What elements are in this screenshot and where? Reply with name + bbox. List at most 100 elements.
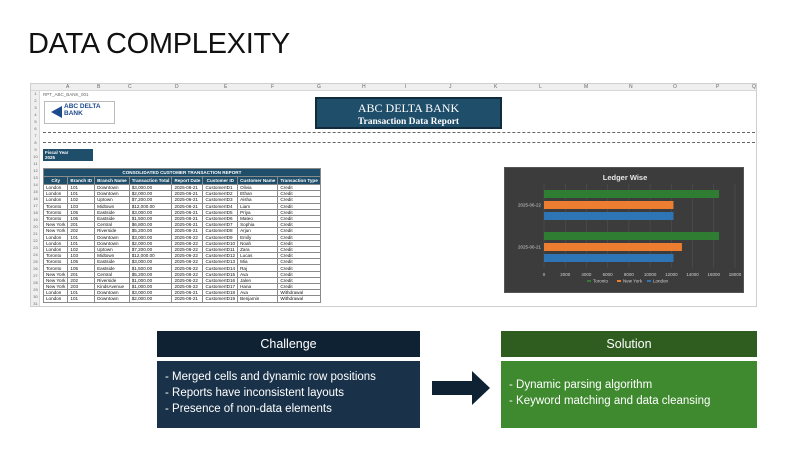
row-number: 19 xyxy=(33,217,38,222)
row-number: 2 xyxy=(34,98,37,103)
chart-bar xyxy=(544,201,674,209)
column-letter: Q xyxy=(752,84,756,90)
table-cell: CustomerID13 xyxy=(202,258,239,266)
table-cell: CustomerID10 xyxy=(202,239,239,247)
solution-title: Solution xyxy=(501,331,757,357)
transaction-table: CONSOLIDATED CUSTOMER TRANSACTION REPORT… xyxy=(42,168,321,303)
column-letter: C xyxy=(128,84,132,90)
column-letter: I xyxy=(405,84,407,90)
solution-item: - Keyword matching and data cleansing xyxy=(509,395,711,407)
bank-name: ABC DELTA BANK xyxy=(357,101,460,115)
x-tick-label: 4000 xyxy=(581,272,592,277)
column-letter: L xyxy=(539,84,542,90)
legend-label: New York xyxy=(623,279,643,284)
row-number: 24 xyxy=(33,252,38,257)
x-tick-label: 14000 xyxy=(686,272,699,277)
table-header-cell: Transaction Type xyxy=(277,176,321,185)
table-cell: CustomerID12 xyxy=(202,252,239,260)
table-cell: CustomerID8 xyxy=(202,227,239,235)
x-tick-label: 6000 xyxy=(603,272,614,277)
row-number: 21 xyxy=(33,231,38,236)
report-title-banner: ABC DELTA BANK Transaction Data Report xyxy=(315,97,502,129)
x-tick-label: 12000 xyxy=(665,272,678,277)
table-header-cell: Transaction Total xyxy=(128,176,173,185)
row-number: 28 xyxy=(33,280,38,285)
row-number: 25 xyxy=(33,259,38,264)
table-cell: CustomerID3 xyxy=(202,196,239,204)
table-cell: 2025-06-21 xyxy=(171,295,204,303)
challenge-item: - Presence of non-data elements xyxy=(165,403,332,415)
table-cell: New York xyxy=(42,282,69,291)
fiscal-year-value: 2025 xyxy=(45,155,56,160)
chart-bar xyxy=(544,254,674,262)
row-number: 27 xyxy=(33,273,38,278)
table-cell: CustomerID1 xyxy=(202,183,239,192)
right-arrow-icon xyxy=(432,371,490,405)
row-number: 12 xyxy=(33,168,38,173)
column-letter: E xyxy=(224,84,228,90)
divider-dashed xyxy=(43,142,755,143)
chart-bar xyxy=(544,190,720,198)
row-number: 15 xyxy=(33,189,38,194)
row-number: 18 xyxy=(33,210,38,215)
column-letter: B xyxy=(97,84,101,90)
solution-list: - Dynamic parsing algorithm- Keyword mat… xyxy=(501,361,757,428)
row-number: 13 xyxy=(33,175,38,180)
table-cell: CustomerID16 xyxy=(202,276,239,285)
column-letter: G xyxy=(317,84,321,90)
column-letter: A xyxy=(66,84,70,90)
row-number: 14 xyxy=(33,182,38,187)
chart-title: Ledger Wise xyxy=(603,173,648,182)
challenge-title: Challenge xyxy=(157,331,420,357)
table-cell: CustomerID4 xyxy=(202,202,239,210)
x-tick-label: 8000 xyxy=(624,272,635,277)
row-number: 7 xyxy=(34,133,37,138)
table-caption: CONSOLIDATED CUSTOMER TRANSACTION REPORT xyxy=(43,168,321,177)
table-cell: CustomerID2 xyxy=(202,190,239,198)
y-category-label: 2025-06-22 xyxy=(518,203,542,208)
column-letter: H xyxy=(362,84,366,90)
column-letter: N xyxy=(629,84,633,90)
logo-text: ABC DELTA BANK xyxy=(64,103,101,117)
column-letter: O xyxy=(673,84,677,90)
fiscal-year-cell: Fiscal Year 2025 xyxy=(43,149,93,161)
row-number: 3 xyxy=(34,105,37,110)
table-cell: Benjamin xyxy=(237,295,279,303)
row-number: 20 xyxy=(33,224,38,229)
legend-swatch xyxy=(617,280,621,282)
table-cell: CustomerID7 xyxy=(202,221,239,229)
table-cell: CustomerID14 xyxy=(202,264,239,272)
row-number: 6 xyxy=(34,126,37,131)
table-header-cell: Branch ID xyxy=(67,176,96,185)
row-number: 1 xyxy=(34,91,37,96)
legend-swatch xyxy=(647,280,651,282)
table-cell: Withdrawal xyxy=(277,295,321,303)
table-cell: New York xyxy=(42,276,69,285)
column-letter: M xyxy=(584,84,589,90)
row-number: 31 xyxy=(33,301,38,306)
divider-dashed xyxy=(43,132,755,133)
table-header-cell: Customer Name xyxy=(237,176,279,185)
legend-label: Toronto xyxy=(593,279,609,284)
slide-title: DATA COMPLEXITY xyxy=(28,28,290,60)
table-cell: CustomerID18 xyxy=(202,289,239,297)
table-header-cell: City xyxy=(42,176,69,185)
table-cell: Downtown xyxy=(94,295,130,303)
bank-logo: ABC DELTA BANK xyxy=(44,101,115,124)
table-cell: 101 xyxy=(67,295,96,303)
row-number: 22 xyxy=(33,238,38,243)
report-name: Transaction Data Report xyxy=(357,117,460,127)
row-number: 23 xyxy=(33,245,38,250)
